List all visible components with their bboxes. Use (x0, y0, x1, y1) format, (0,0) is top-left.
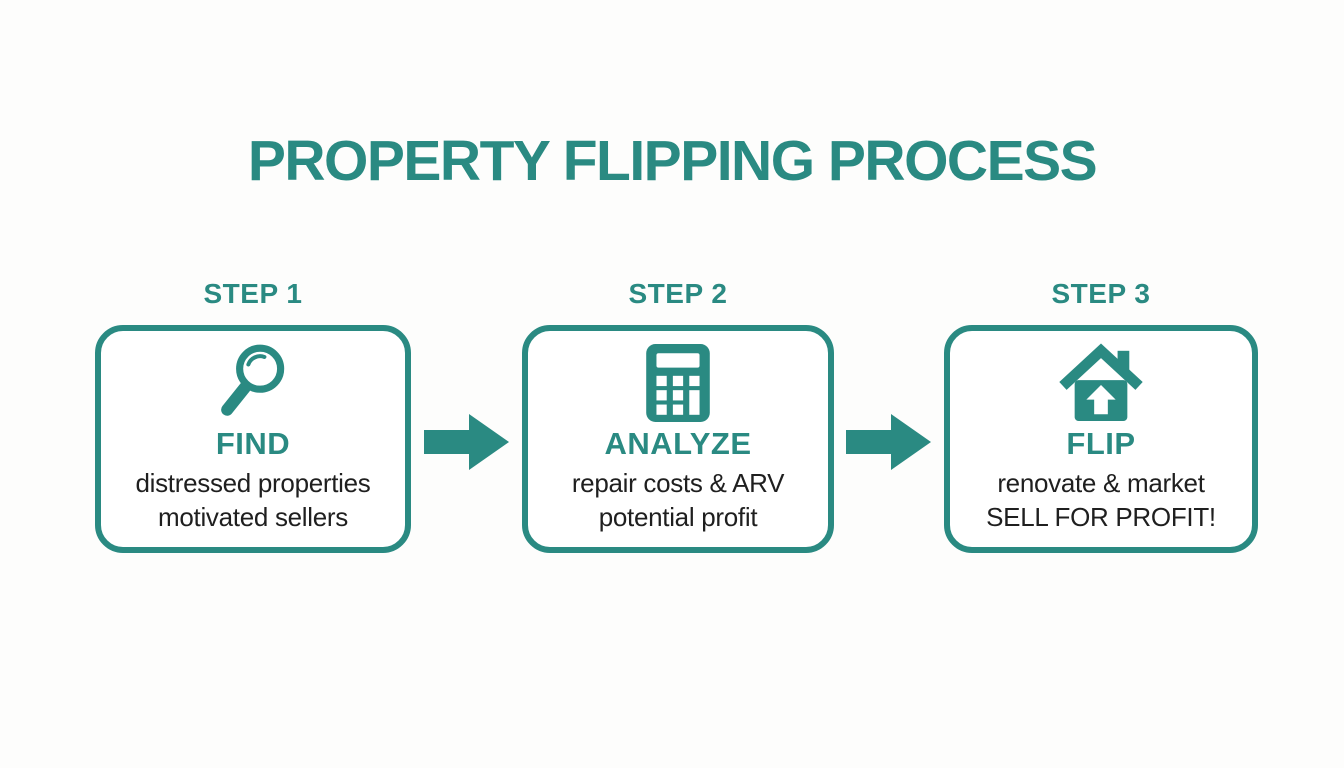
step-2-section: STEP 2 ANALYZE repair costs & AR (522, 278, 834, 553)
calculator-icon (645, 339, 711, 427)
step-1-description: distressed properties motivated sellers (135, 466, 370, 534)
step-3-section: STEP 3 FLIP renovate & market SELL FOR P… (944, 278, 1258, 553)
page-title: PROPERTY FLIPPING PROCESS (247, 129, 1098, 193)
step-3-line-2: SELL FOR PROFIT! (986, 502, 1216, 533)
step-2-line-1: repair costs & ARV (571, 468, 785, 499)
step-1-section: STEP 1 FIND distressed properties motiva… (95, 278, 411, 553)
step-3-label: STEP 3 (1051, 278, 1151, 309)
step-1-label: STEP 1 (203, 278, 303, 309)
right-arrow-icon (424, 414, 509, 470)
magnifier-icon (215, 339, 291, 427)
step-2-line-2: potential profit (598, 502, 758, 533)
house-up-arrow-icon (1057, 339, 1145, 427)
step-3-description: renovate & market SELL FOR PROFIT! (986, 466, 1216, 534)
step-2-box: ANALYZE repair costs & ARV potential pro… (522, 325, 834, 553)
step-3-line-1: renovate & market (997, 468, 1205, 499)
step-1-heading: FIND (215, 426, 291, 461)
step-1-line-2: motivated sellers (158, 502, 348, 533)
step-2-description: repair costs & ARV potential profit (571, 466, 785, 534)
right-arrow-icon (846, 414, 931, 470)
step-1-box: FIND distressed properties motivated sel… (95, 325, 411, 553)
step-3-heading: FLIP (1066, 426, 1136, 461)
step-1-line-1: distressed properties (135, 468, 371, 499)
step-2-heading: ANALYZE (604, 426, 752, 461)
step-3-box: FLIP renovate & market SELL FOR PROFIT! (944, 325, 1258, 553)
step-2-label: STEP 2 (628, 278, 728, 309)
